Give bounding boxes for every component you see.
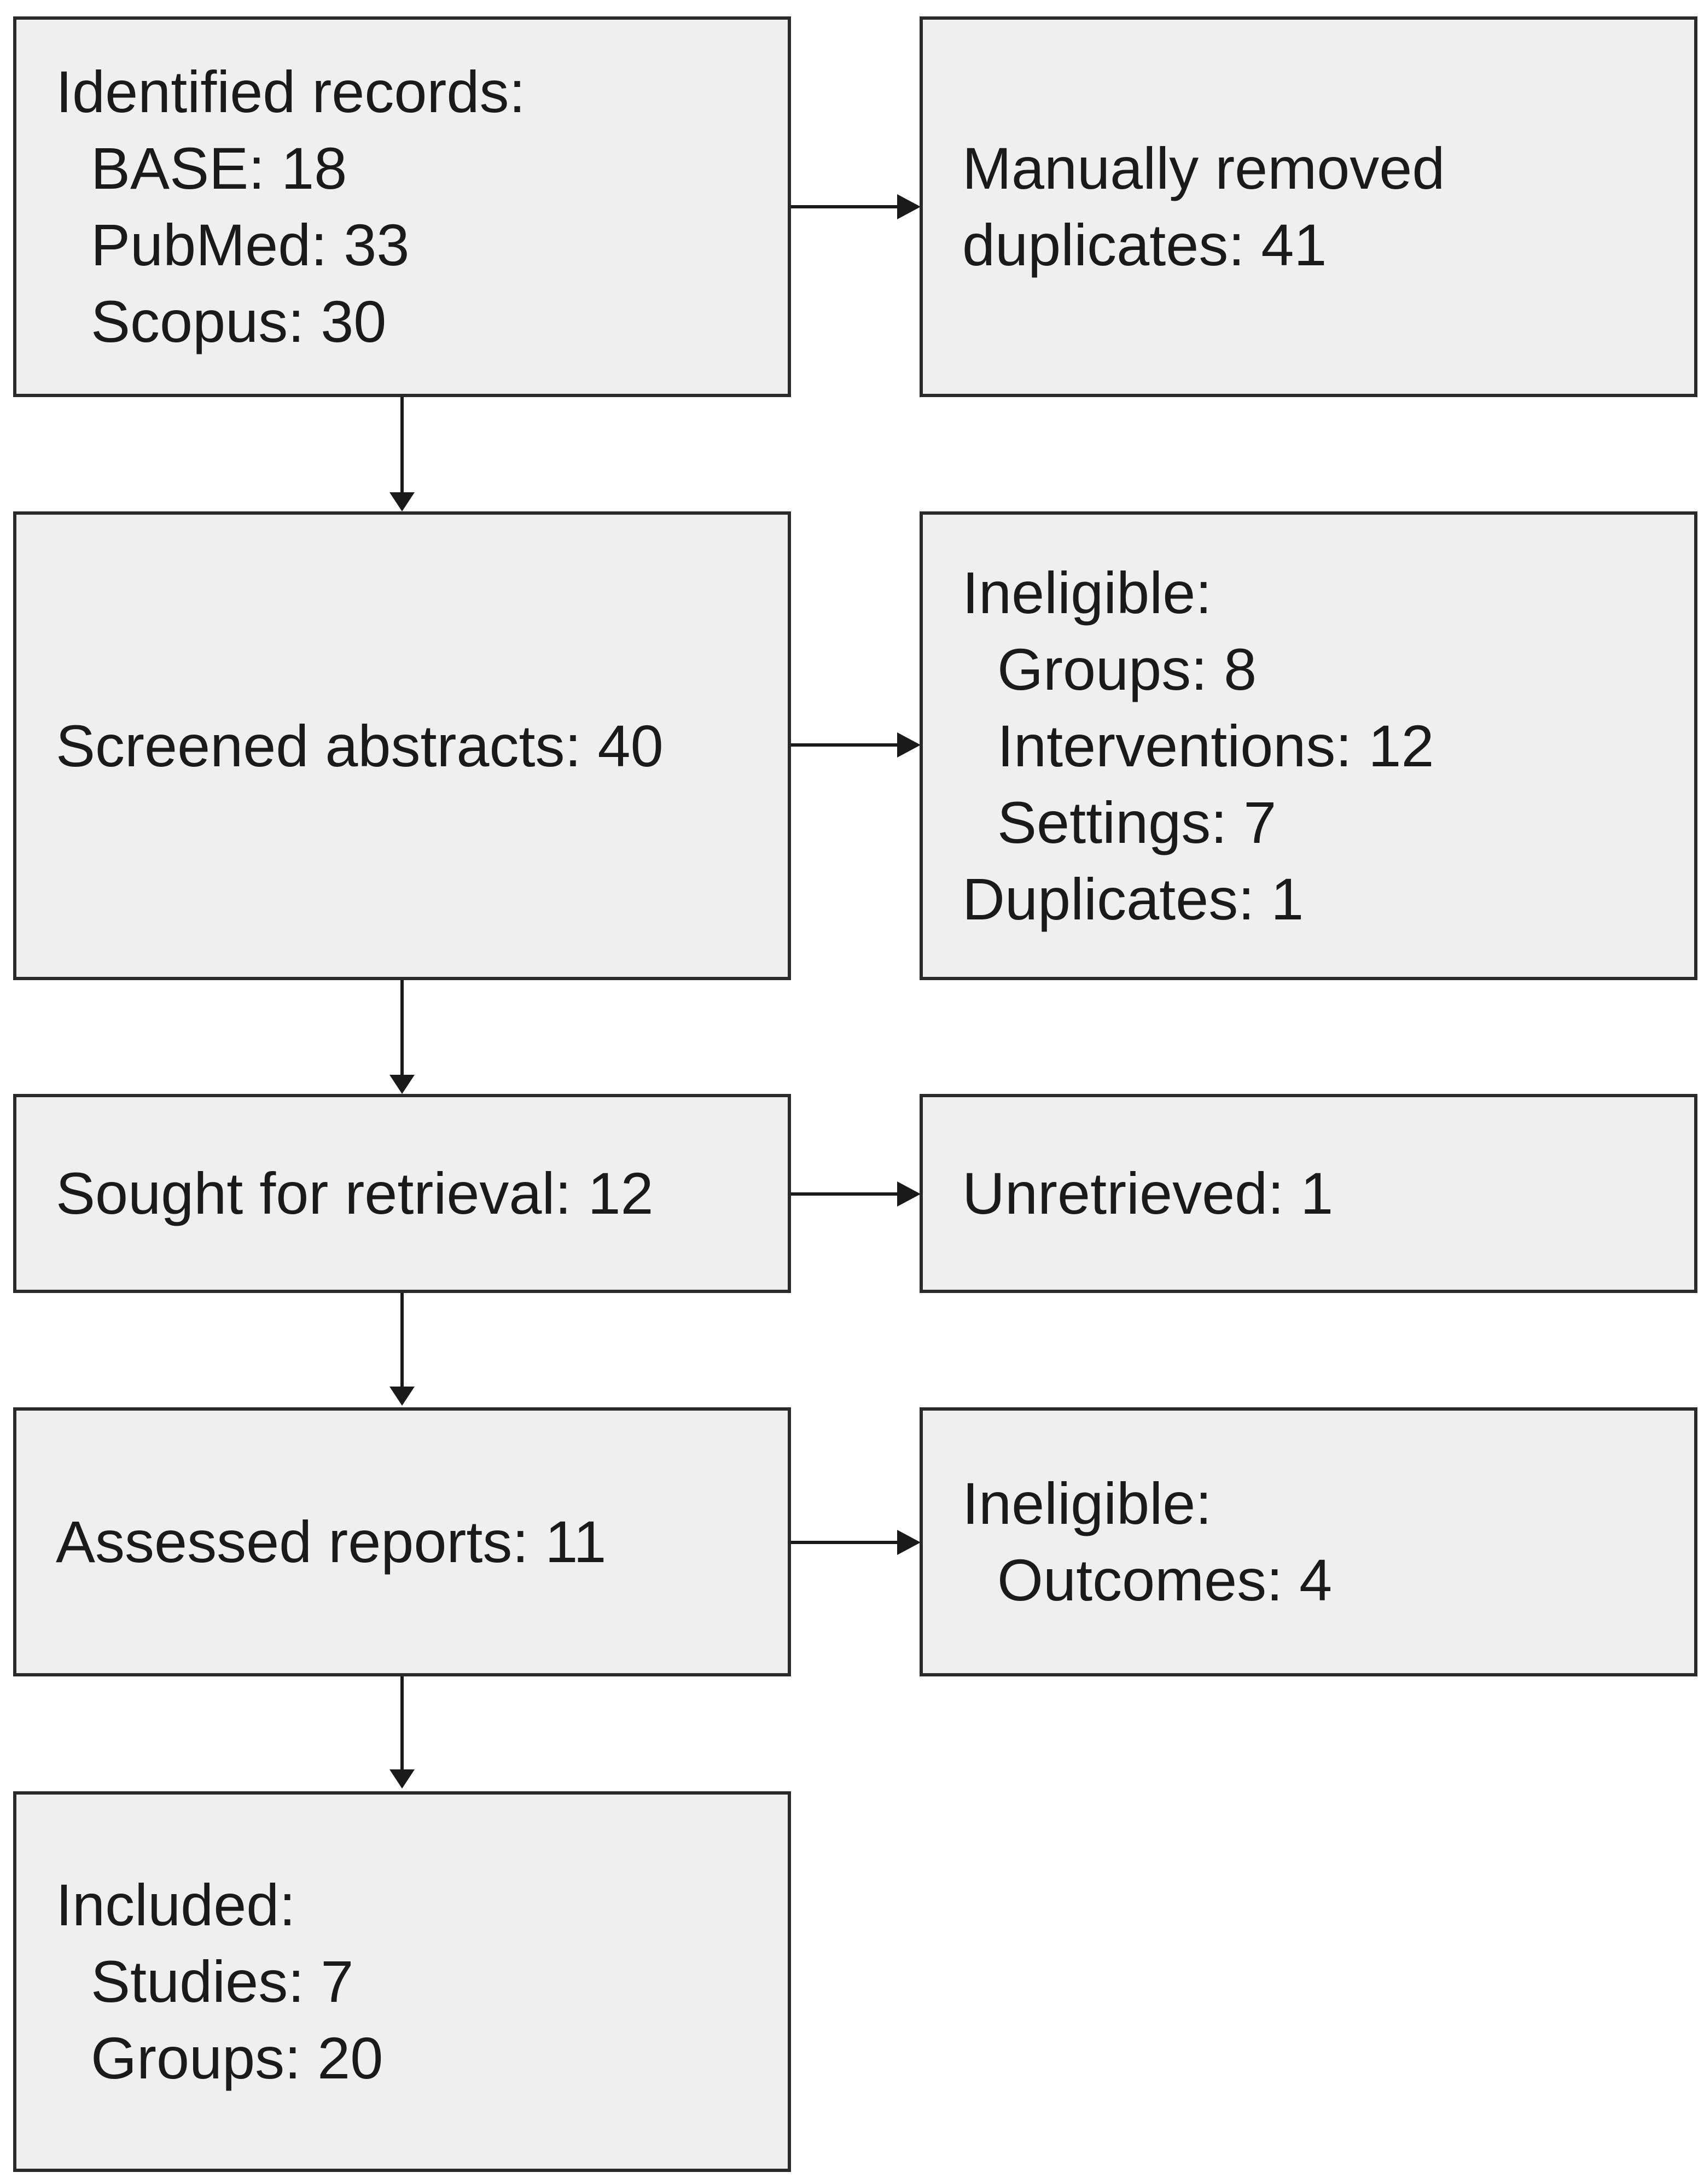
identified-base: BASE: 18 <box>91 135 347 201</box>
ineligible-reports-title: Ineligible: <box>962 1470 1212 1536</box>
identified-scopus: Scopus: 30 <box>91 288 387 354</box>
sought-retrieval-box: Sought for retrieval: 12 <box>13 1094 791 1293</box>
ineligible-groups: Groups: 8 <box>997 636 1257 702</box>
arrowhead-ineligible-abstracts <box>897 732 921 758</box>
ineligible-abstracts-box: Ineligible: Groups: 8 Interventions: 12 … <box>920 511 1697 980</box>
screened-abstracts-box: Screened abstracts: 40 <box>13 511 791 980</box>
ineligible-interventions: Interventions: 12 <box>997 712 1434 779</box>
identified-pubmed: PubMed: 33 <box>91 212 410 278</box>
unretrieved-text: Unretrieved: 1 <box>962 1160 1334 1226</box>
arrowhead-screened <box>389 492 415 511</box>
removed-duplicates-line-2: duplicates: 41 <box>962 212 1327 278</box>
removed-duplicates-line-1: Manually removed <box>962 135 1445 201</box>
arrowhead-included <box>389 1769 415 1789</box>
unretrieved-box: Unretrieved: 1 <box>920 1094 1697 1293</box>
ineligible-outcomes: Outcomes: 4 <box>997 1547 1333 1613</box>
included-groups: Groups: 20 <box>91 2025 383 2091</box>
identified-records-box: Identified records: BASE: 18 PubMed: 33 … <box>13 16 791 397</box>
arrowhead-unretrieved <box>897 1181 921 1207</box>
arrowhead-assessed <box>389 1387 415 1406</box>
included-box: Included: Studies: 7 Groups: 20 <box>13 1791 791 2172</box>
arrowhead-ineligible-reports <box>897 1530 921 1555</box>
arrowhead-sought <box>389 1075 415 1094</box>
included-title: Included: <box>56 1872 296 1938</box>
identified-records-title: Identified records: <box>56 59 526 125</box>
removed-duplicates-box: Manually removed duplicates: 41 <box>920 16 1697 397</box>
assessed-reports-box: Assessed reports: 11 <box>13 1407 791 1676</box>
ineligible-reports-box: Ineligible: Outcomes: 4 <box>920 1407 1697 1676</box>
sought-retrieval-text: Sought for retrieval: 12 <box>56 1160 654 1226</box>
included-studies: Studies: 7 <box>91 1948 354 2014</box>
screened-abstracts-text: Screened abstracts: 40 <box>56 712 664 779</box>
arrowhead-removed <box>897 194 921 219</box>
ineligible-abstracts-title: Ineligible: <box>962 559 1212 626</box>
ineligible-duplicates: Duplicates: 1 <box>962 865 1304 932</box>
assessed-reports-text: Assessed reports: 11 <box>56 1509 607 1575</box>
ineligible-settings: Settings: 7 <box>997 789 1277 855</box>
